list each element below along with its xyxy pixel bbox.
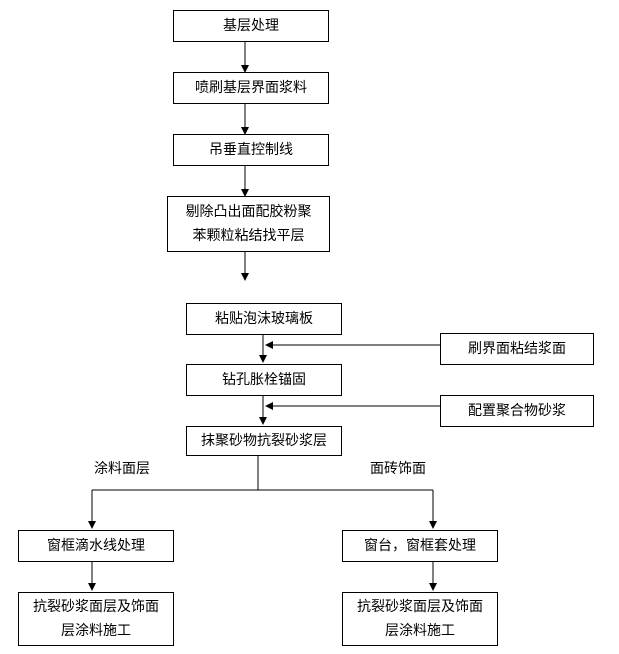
side-input-label: 刷界面粘结浆面 xyxy=(468,341,566,357)
step-anti-crack-mortar: 抹聚砂物抗裂砂浆层 xyxy=(186,426,342,456)
step-base-treatment: 基层处理 xyxy=(173,10,329,42)
side-input-polymer-mortar: 配置聚合物砂浆 xyxy=(440,395,594,427)
step-paste-foam-glass-board: 粘贴泡沫玻璃板 xyxy=(186,303,342,335)
step-label-line-1: 剔除凸出面配胶粉聚 xyxy=(185,204,312,220)
step-label-line-2: 层涂料施工 xyxy=(61,623,131,639)
step-window-drip-line: 窗框滴水线处理 xyxy=(18,530,174,562)
step-spray-interface-agent: 喷刷基层界面浆料 xyxy=(173,72,329,104)
step-label-line-1: 抗裂砂浆面层及饰面 xyxy=(357,599,483,615)
step-label: 窗台，窗框套处理 xyxy=(364,538,476,554)
step-finish-left: 抗裂砂浆面层及饰面 层涂料施工 xyxy=(18,592,174,646)
step-label: 粘贴泡沫玻璃板 xyxy=(215,311,313,327)
step-plumb-control-line: 吊垂直控制线 xyxy=(173,134,329,166)
step-leveling: 剔除凸出面配胶粉聚 苯颗粒粘结找平层 xyxy=(167,196,330,252)
step-drill-anchor: 钻孔胀栓锚固 xyxy=(186,364,342,396)
step-label: 窗框滴水线处理 xyxy=(47,538,145,554)
branch-label-coating: 涂料面层 xyxy=(94,461,150,477)
step-label-line-2: 苯颗粒粘结找平层 xyxy=(192,228,305,244)
step-label-line-1: 抗裂砂浆面层及饰面 xyxy=(33,599,159,615)
step-label: 基层处理 xyxy=(223,18,279,34)
step-finish-right: 抗裂砂浆面层及饰面 层涂料施工 xyxy=(342,592,498,646)
side-input-interface-bond-paste: 刷界面粘结浆面 xyxy=(440,333,594,365)
branch-label-tile: 面砖饰面 xyxy=(370,461,426,477)
step-label: 抹聚砂物抗裂砂浆层 xyxy=(201,433,327,449)
step-label-line-2: 层涂料施工 xyxy=(385,623,455,639)
step-window-sill-frame: 窗台，窗框套处理 xyxy=(342,530,498,562)
step-label: 钻孔胀栓锚固 xyxy=(222,372,306,388)
step-label: 吊垂直控制线 xyxy=(209,142,293,158)
side-input-label: 配置聚合物砂浆 xyxy=(468,403,566,419)
step-label: 喷刷基层界面浆料 xyxy=(195,80,307,96)
